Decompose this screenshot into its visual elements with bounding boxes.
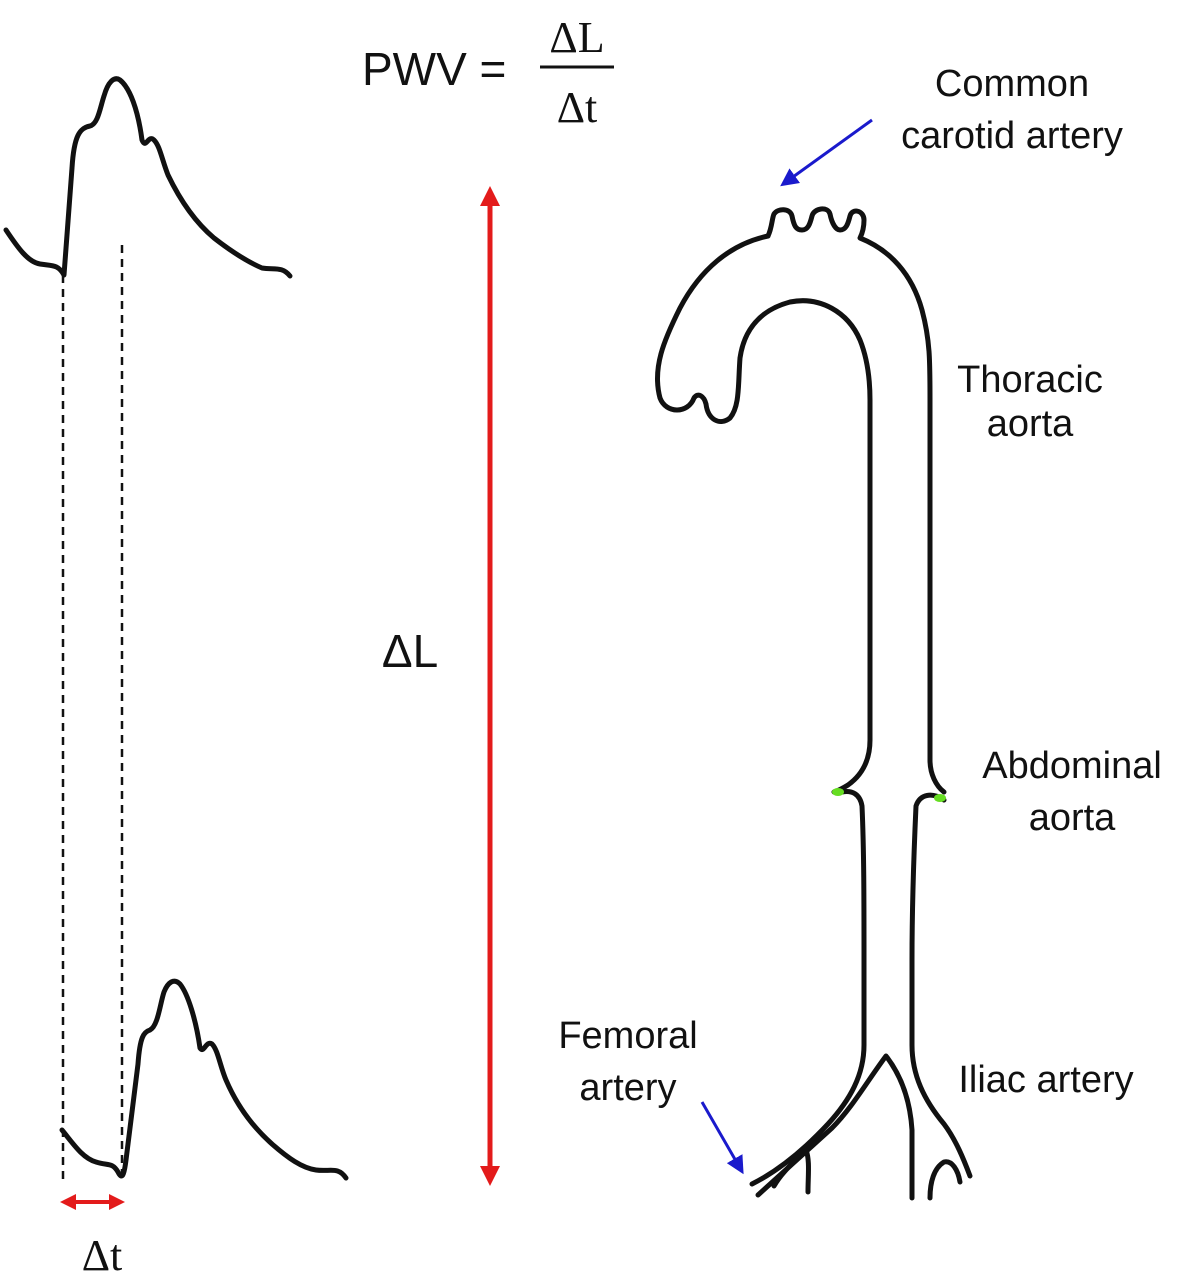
label-abdominal-1: Abdominal [982,745,1162,787]
abdominal-aorta-left-wall [749,789,867,1187]
aorta-outer-wall [654,233,873,795]
label-thoracic-2: aorta [987,403,1074,445]
label-abdominal-2: aorta [1029,797,1116,839]
label-thoracic-1: Thoracic [957,359,1103,401]
aortic-arch-branches [765,206,947,795]
femoral-waveform [59,978,349,1181]
abdominal-marker-right [934,794,946,802]
label-iliac: Iliac artery [958,1059,1133,1101]
iliac-bifurcation [755,1053,915,1201]
carotid-waveform [3,76,293,279]
femoral-pointer-arrow [700,1101,744,1175]
delta-l-label: ΔL [382,625,438,677]
left-branch-inner [771,1147,811,1195]
formula-numerator: ΔL [549,13,604,62]
abdominal-marker-left [832,788,844,796]
right-branch-inner [927,1159,963,1201]
formula-lhs: PWV = [362,43,506,95]
label-common-carotid-2: carotid artery [901,115,1123,157]
carotid-pointer-arrow [780,118,873,187]
formula-denominator: Δt [557,83,598,132]
label-femoral-1: Femoral [558,1015,697,1057]
abdominal-aorta-right-wall [909,792,973,1179]
label-femoral-2: artery [579,1067,676,1109]
label-common-carotid-1: Common [935,63,1089,105]
delta-t-label: Δt [82,1231,123,1280]
